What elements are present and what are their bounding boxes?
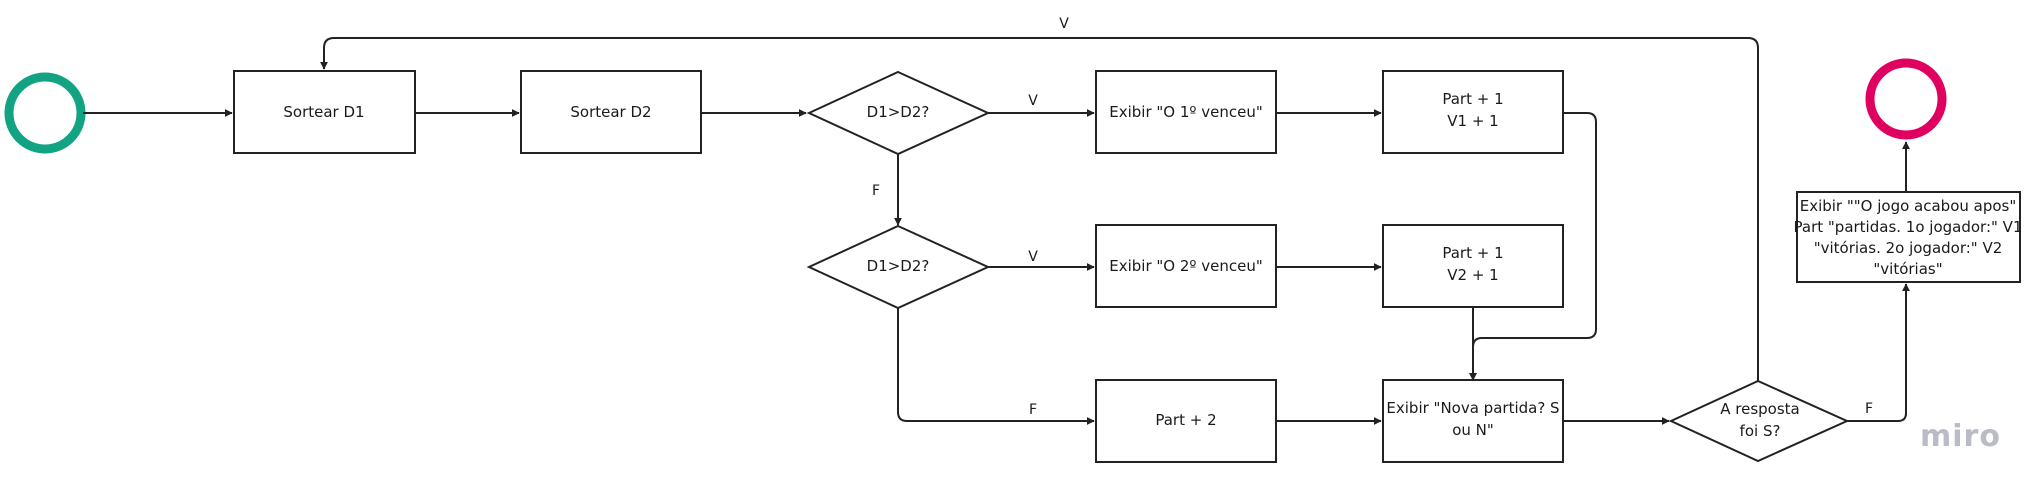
edge-label-decision1-v: V — [1028, 93, 1038, 109]
label-exibir-1-venceu: Exibir "O 1º venceu" — [1109, 103, 1263, 121]
label-nova-partida-line1: Exibir "Nova partida? S — [1386, 399, 1559, 417]
label-sortear-d1: Sortear D1 — [283, 103, 364, 121]
process-part-v1 — [1382, 70, 1564, 154]
label-nova-partida-line2: ou N" — [1452, 421, 1494, 439]
label-decision-1: D1>D2? — [867, 103, 930, 121]
process-sortear-d1 — [233, 70, 416, 154]
label-decision-2: D1>D2? — [867, 257, 930, 275]
label-final-line4: "vitórias" — [1873, 260, 1942, 278]
decision-d1-gt-d2-second — [806, 224, 991, 310]
label-resposta-line1: A resposta — [1720, 400, 1800, 418]
edge-label-decision2-v: V — [1028, 249, 1038, 265]
edge-label-loop-v: V — [1059, 16, 1069, 32]
process-exibir-2-venceu — [1095, 224, 1277, 308]
end-node — [1865, 58, 1947, 140]
label-part-v2-line2: V2 + 1 — [1447, 266, 1498, 284]
edge-label-decision2-f: F — [1029, 402, 1037, 418]
label-final-line3: "vitórias. 2o jogador:" V2 — [1814, 239, 2003, 257]
label-final-line2: Part "partidas. 1o jogador:" V1 — [1794, 218, 2023, 236]
label-resposta-line2: foi S? — [1740, 422, 1781, 440]
label-sortear-d2: Sortear D2 — [570, 103, 651, 121]
process-part-2 — [1095, 379, 1277, 463]
edge-resposta-loop-to-sortear-d1 — [320, 37, 1759, 381]
edge-resposta-to-final — [1847, 283, 1910, 422]
process-nova-partida — [1382, 379, 1564, 463]
edge-part-v1-to-nova-partida — [1469, 112, 1597, 381]
label-part-v1-line1: Part + 1 — [1442, 90, 1503, 108]
process-part-v2 — [1382, 224, 1564, 308]
decision-resposta-foi-s — [1668, 379, 1850, 463]
process-exibir-1-venceu — [1095, 70, 1277, 154]
label-part-v2-line1: Part + 1 — [1442, 244, 1503, 262]
edge-label-resposta-f: F — [1865, 401, 1873, 417]
process-sortear-d2 — [520, 70, 702, 154]
miro-watermark: miro — [1920, 419, 2001, 454]
edge-decision2-to-part2 — [897, 308, 1095, 425]
label-exibir-2-venceu: Exibir "O 2º venceu" — [1109, 257, 1263, 275]
start-node — [4, 72, 86, 154]
process-final-message — [1796, 191, 2021, 283]
label-final-line1: Exibir ""O jogo acabou apos" — [1800, 197, 2017, 215]
decision-d1-gt-d2 — [806, 70, 991, 156]
label-part-v1-line2: V1 + 1 — [1447, 112, 1498, 130]
edge-label-decision1-f: F — [872, 183, 880, 199]
label-part-2: Part + 2 — [1155, 411, 1216, 429]
